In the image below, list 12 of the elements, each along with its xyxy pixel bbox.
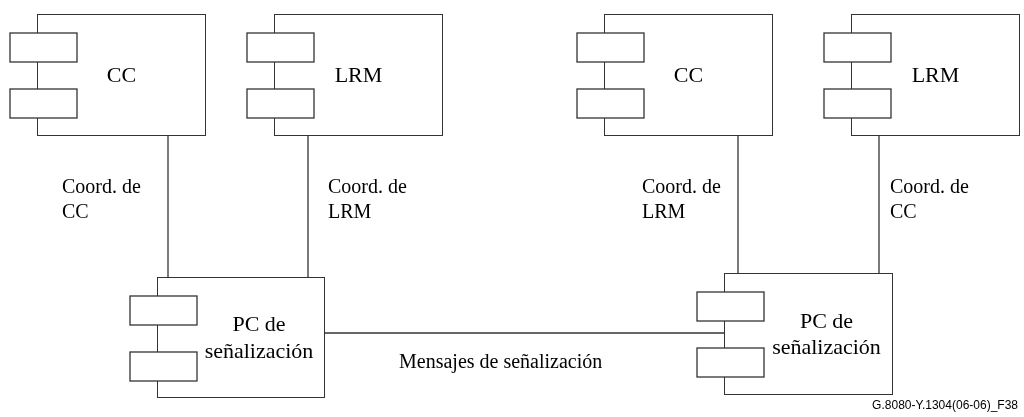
component-name: PC de señalización — [771, 307, 882, 361]
component-name: PC de señalización — [203, 311, 315, 364]
connector-line — [324, 332, 725, 334]
component-name: LRM — [911, 61, 960, 89]
figure-id: G.8080-Y.1304(06-06)_F38 — [872, 398, 1018, 412]
component-name: CC — [673, 61, 704, 89]
component-name: LRM — [334, 61, 383, 89]
connector-line — [307, 135, 309, 278]
connector-line — [878, 135, 880, 274]
connector-line — [167, 135, 169, 278]
connector-line — [737, 135, 739, 274]
component-name: CC — [106, 61, 137, 89]
